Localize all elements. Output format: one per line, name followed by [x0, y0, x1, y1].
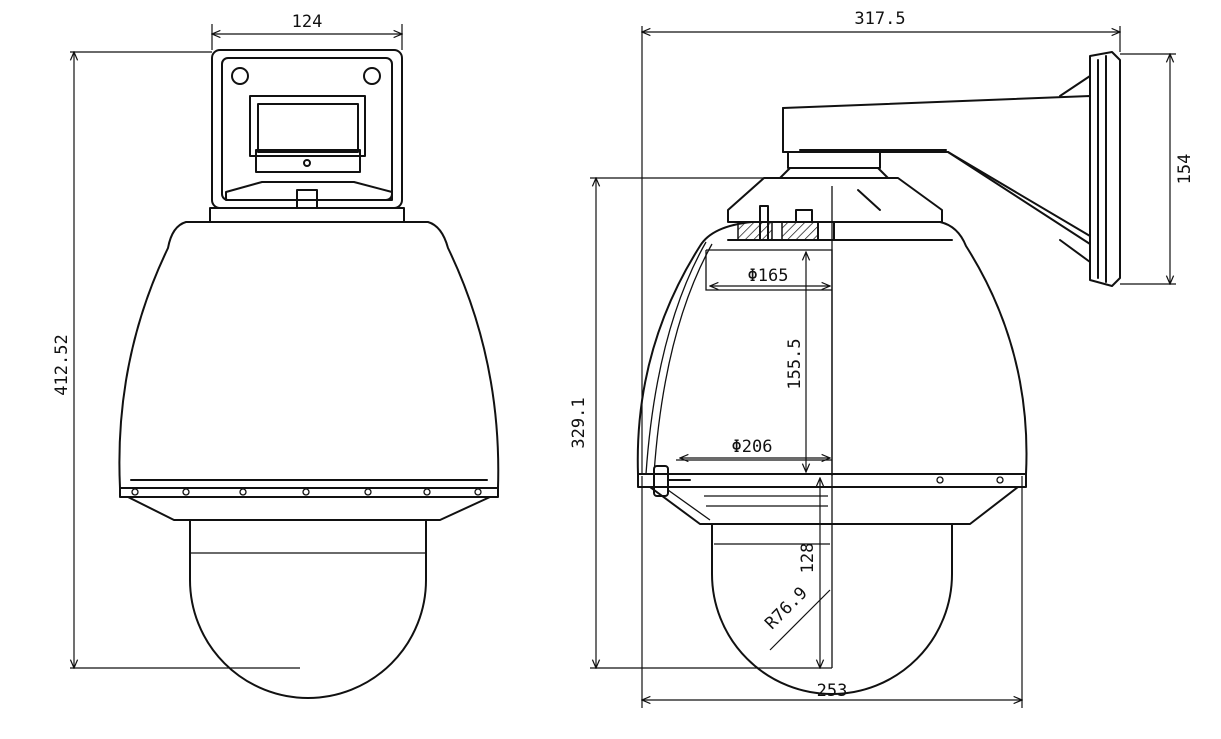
front-width-dim: 124: [292, 12, 323, 32]
inner-diameter-bottom: Φ206: [732, 437, 773, 457]
inner-height-dim: 155.5: [785, 338, 805, 389]
side-overall-width-dim: 317.5: [854, 9, 905, 29]
front-bolts: [131, 488, 482, 496]
side-mount-height-dim: 154: [1175, 154, 1195, 185]
front-housing: [118, 221, 500, 489]
side-dimensions: [590, 26, 1176, 708]
side-bolts: [936, 476, 1004, 484]
side-view: [636, 51, 1121, 695]
dome-height-dim: 128: [798, 543, 818, 574]
dome-radius-dim: R76.9: [761, 583, 811, 633]
wall-mount-arm: [782, 75, 1091, 263]
front-view: [70, 24, 500, 699]
front-mount-bracket: [211, 49, 403, 209]
inner-diameter-top: Φ165: [748, 266, 789, 286]
front-dome: [189, 519, 427, 699]
side-body-height-dim: 329.1: [569, 397, 589, 448]
front-height-dim: 412.52: [52, 334, 72, 395]
front-collar: [209, 207, 405, 223]
side-dome: [711, 523, 953, 695]
side-base-width-dim: 253: [817, 681, 848, 701]
wall-mount-plate: [1089, 51, 1121, 287]
